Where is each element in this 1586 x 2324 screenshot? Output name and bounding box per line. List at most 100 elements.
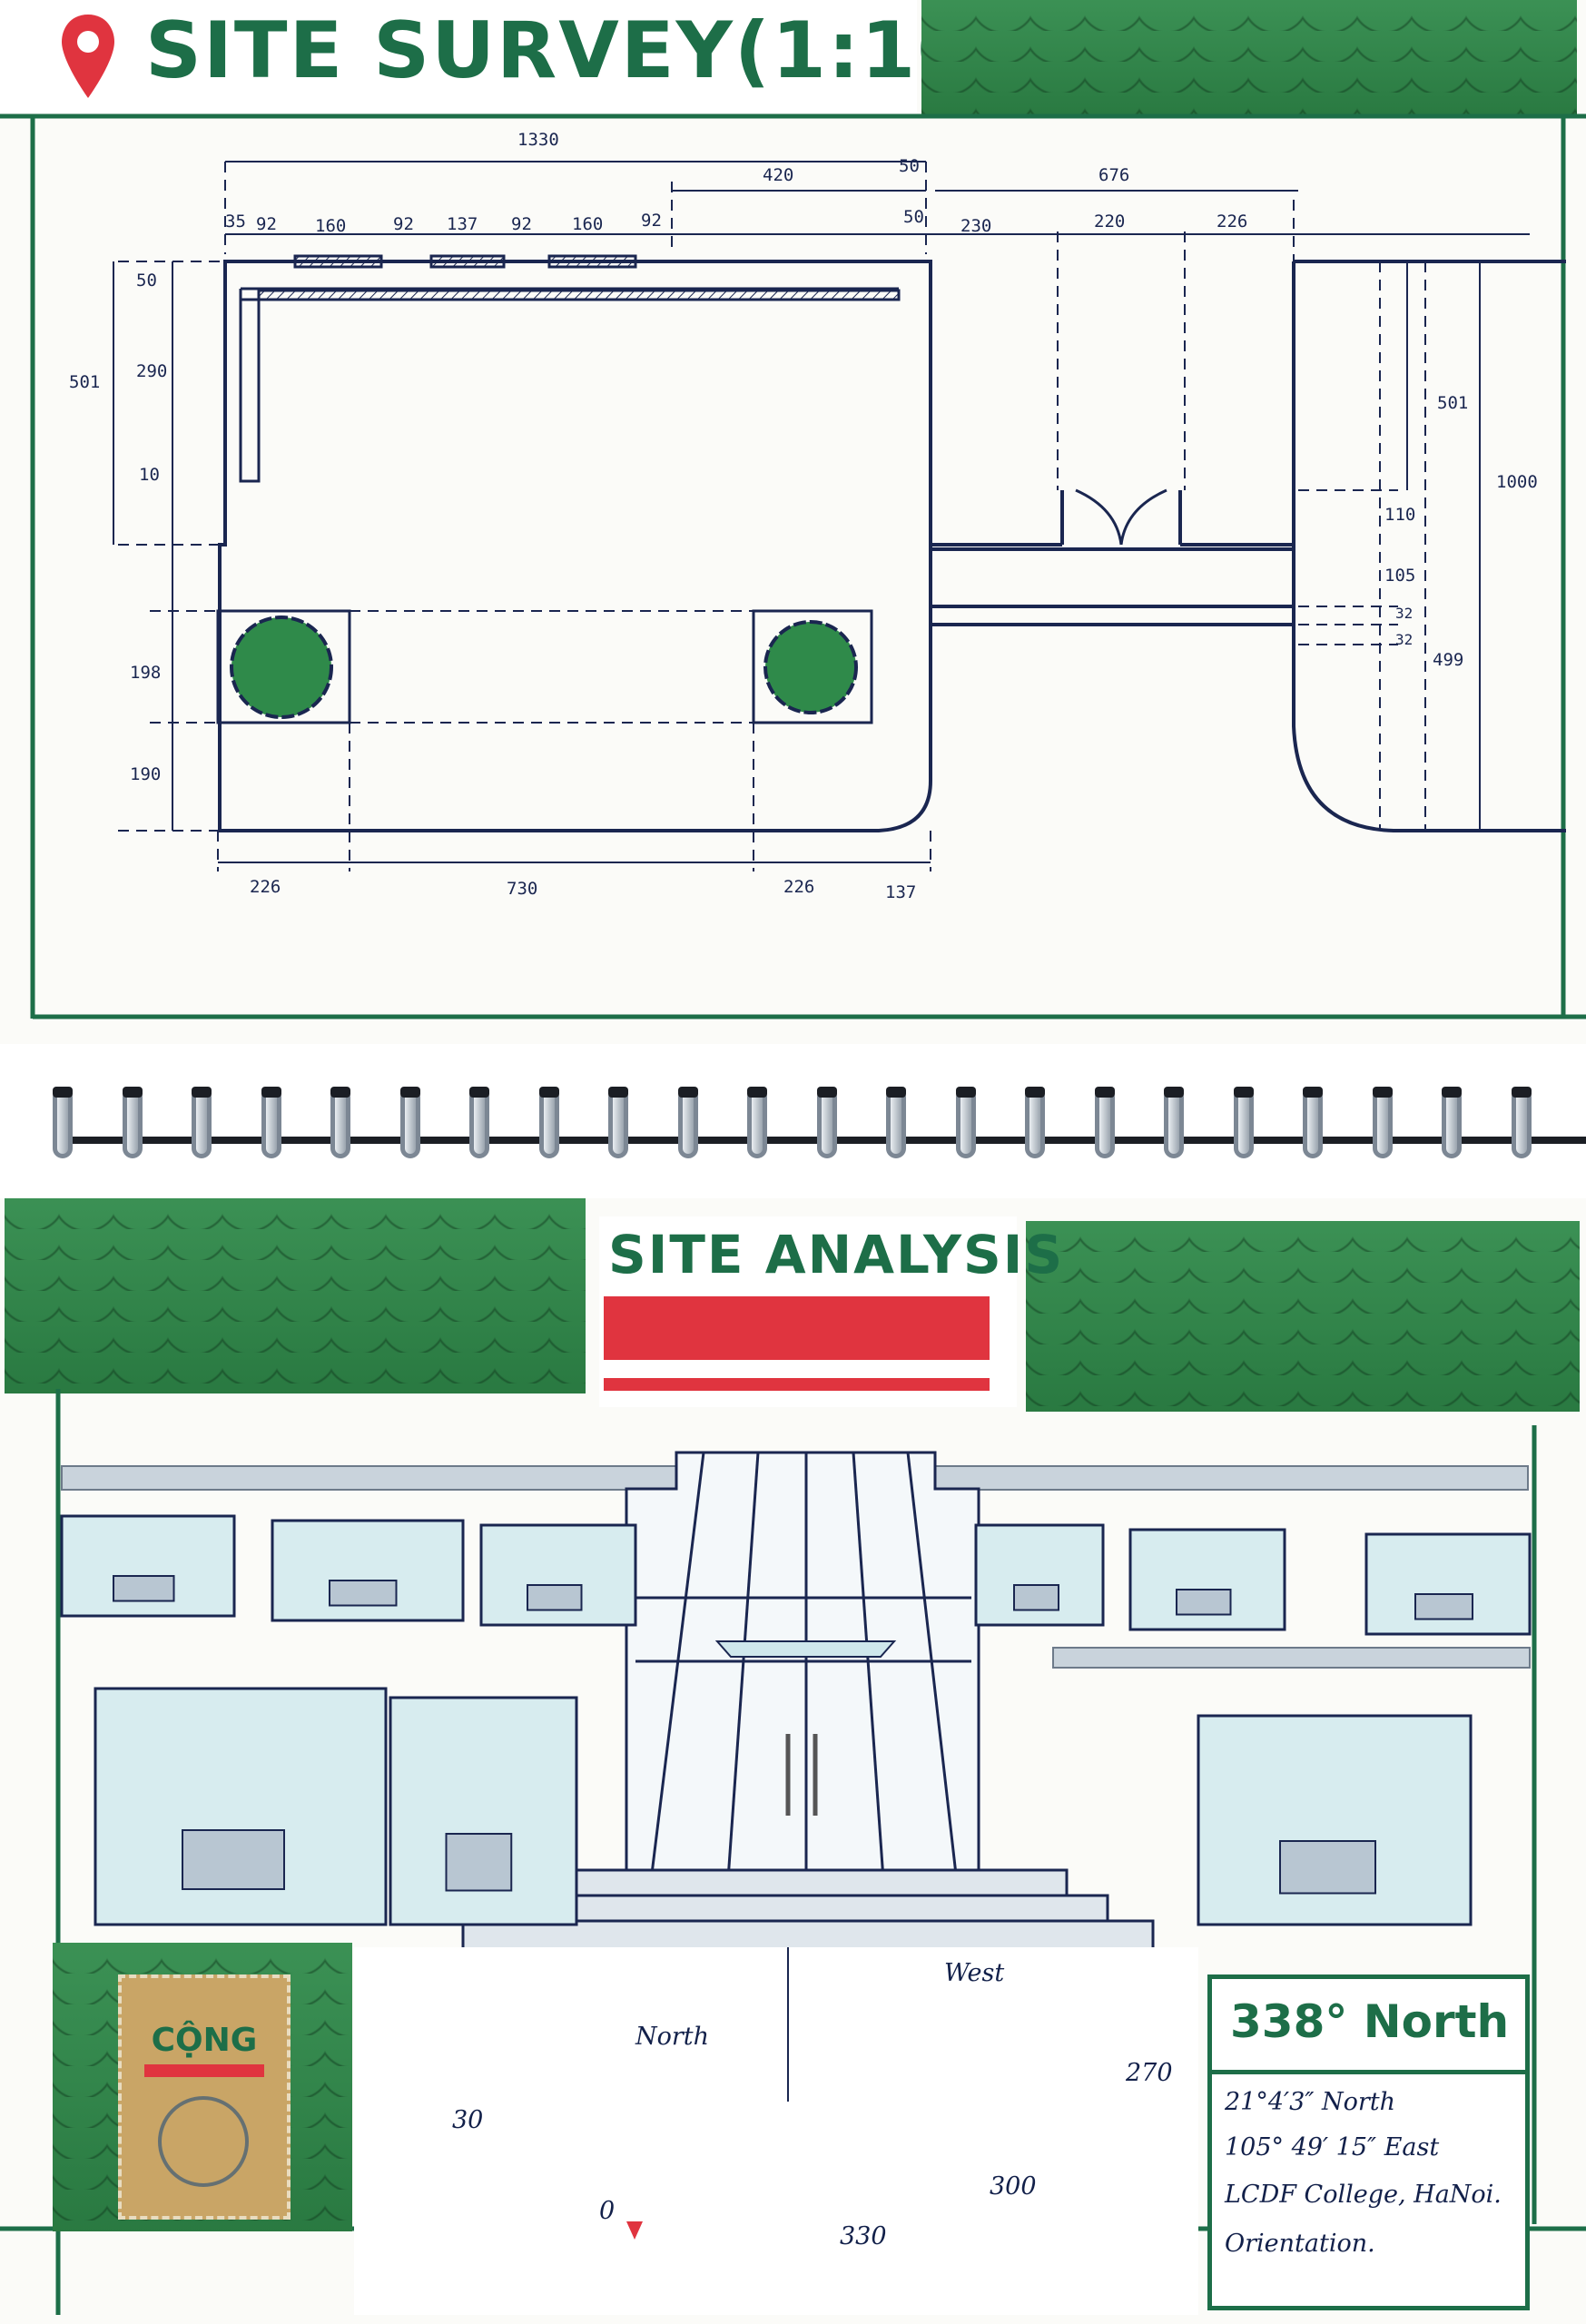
facade-drawing bbox=[0, 1389, 1586, 2315]
dim-right-1000: 1000 bbox=[1496, 472, 1538, 492]
compass-panel bbox=[354, 1947, 1198, 2315]
analysis-pattern-right bbox=[1026, 1221, 1580, 1412]
dim-bottom-730: 730 bbox=[507, 879, 538, 899]
dim-92-b: 92 bbox=[393, 214, 414, 234]
binding-ring bbox=[1372, 1087, 1393, 1158]
binding-ring bbox=[1025, 1087, 1045, 1158]
compass-0: 0 bbox=[599, 2197, 616, 2225]
dim-right-32-b: 32 bbox=[1395, 631, 1414, 648]
ac-unit bbox=[1013, 1584, 1059, 1611]
binding-ring bbox=[955, 1087, 976, 1158]
dim-92-c: 92 bbox=[511, 214, 532, 234]
ac-unit bbox=[527, 1584, 583, 1611]
binding-ring bbox=[53, 1087, 73, 1158]
binding-ring bbox=[261, 1087, 281, 1158]
dim-420: 420 bbox=[763, 165, 794, 185]
dim-bottom-226-a: 226 bbox=[250, 877, 281, 897]
orientation-divider bbox=[1212, 2070, 1525, 2074]
binding-ring bbox=[886, 1087, 906, 1158]
dim-left-10: 10 bbox=[139, 465, 160, 485]
dim-bottom-137: 137 bbox=[885, 882, 917, 902]
ac-unit bbox=[1279, 1840, 1376, 1895]
dim-left-198: 198 bbox=[130, 663, 162, 683]
compass-dial bbox=[626, 1947, 789, 2240]
title-red-stripe bbox=[604, 1378, 990, 1391]
tree-left-icon bbox=[230, 615, 333, 719]
compass-330: 330 bbox=[840, 2222, 887, 2250]
dim-676: 676 bbox=[1098, 165, 1130, 185]
dim-35: 35 bbox=[225, 212, 246, 231]
facade-window bbox=[974, 1523, 1105, 1627]
dim-220: 220 bbox=[1094, 212, 1126, 231]
compass-300: 300 bbox=[990, 2172, 1037, 2201]
ac-unit bbox=[329, 1580, 398, 1607]
compass-30: 30 bbox=[452, 2106, 484, 2134]
dim-bottom-226-b: 226 bbox=[783, 877, 815, 897]
binding-ring bbox=[1442, 1087, 1462, 1158]
binding-ring bbox=[1511, 1087, 1532, 1158]
stamp-label: CỘNG bbox=[151, 2022, 258, 2059]
ac-unit bbox=[182, 1829, 285, 1890]
binding-ring bbox=[538, 1087, 559, 1158]
dim-left-290: 290 bbox=[136, 361, 168, 381]
dim-226-top: 226 bbox=[1217, 212, 1248, 231]
analysis-pattern-left bbox=[5, 1198, 586, 1393]
binding-ring bbox=[608, 1087, 628, 1158]
dim-160-b: 160 bbox=[572, 214, 604, 234]
ac-unit bbox=[1176, 1589, 1232, 1616]
tree-right-icon bbox=[763, 620, 858, 714]
binding-ring bbox=[192, 1087, 212, 1158]
orientation-label: Orientation. bbox=[1225, 2230, 1375, 2258]
ac-unit bbox=[1414, 1593, 1473, 1620]
dim-left-190: 190 bbox=[130, 764, 162, 784]
dim-left-501: 501 bbox=[69, 372, 101, 392]
compass-270: 270 bbox=[1126, 2059, 1173, 2087]
dim-92-a: 92 bbox=[256, 214, 277, 234]
compass-west: West bbox=[944, 1959, 1005, 1987]
binding-ring bbox=[399, 1087, 420, 1158]
notebook-binding bbox=[0, 1044, 1586, 1198]
dim-160-a: 160 bbox=[315, 216, 347, 236]
analysis-title: SITE ANALYSIS bbox=[608, 1224, 1065, 1285]
binding-ring bbox=[1303, 1087, 1323, 1158]
dim-top-total: 1330 bbox=[517, 130, 559, 150]
survey-header-pattern bbox=[921, 0, 1577, 118]
binding-ring bbox=[816, 1087, 837, 1158]
stamp-seal-icon bbox=[158, 2096, 249, 2187]
dim-92-d: 92 bbox=[641, 211, 662, 231]
ac-unit bbox=[113, 1575, 175, 1602]
analysis-title-block: SITE ANALYSIS bbox=[599, 1216, 1062, 1407]
ac-unit bbox=[445, 1833, 513, 1892]
location-pin-icon bbox=[62, 15, 114, 98]
binding-ring bbox=[1233, 1087, 1254, 1158]
survey-header: SITE SURVEY(1:100) bbox=[0, 0, 1065, 113]
stamp-red-line bbox=[144, 2064, 264, 2077]
dim-right-499: 499 bbox=[1433, 650, 1464, 670]
dim-right-105: 105 bbox=[1384, 566, 1416, 586]
compass-north: North bbox=[635, 2023, 710, 2051]
binding-ring bbox=[330, 1087, 350, 1158]
survey-plan bbox=[0, 113, 1586, 1019]
binding-ring bbox=[1164, 1087, 1184, 1158]
binding-ring bbox=[122, 1087, 143, 1158]
dim-left-50: 50 bbox=[136, 271, 157, 290]
binding-ring bbox=[677, 1087, 698, 1158]
dim-230: 230 bbox=[960, 216, 992, 236]
dim-right-32-a: 32 bbox=[1395, 605, 1414, 622]
orientation-box: 338° North 21°4′3″ North 105° 49′ 15″ Ea… bbox=[1207, 1974, 1530, 2310]
postage-stamp: CỘNG bbox=[118, 1974, 291, 2220]
binding-ring bbox=[747, 1087, 767, 1158]
dim-50-top: 50 bbox=[899, 156, 920, 176]
dim-right-501: 501 bbox=[1437, 393, 1469, 413]
orientation-place: LCDF College, HaNoi. bbox=[1225, 2181, 1502, 2209]
orientation-lat: 21°4′3″ North bbox=[1225, 2088, 1396, 2116]
binding-ring bbox=[469, 1087, 489, 1158]
orientation-lon: 105° 49′ 15″ East bbox=[1225, 2133, 1440, 2162]
survey-title: SITE SURVEY(1:100) bbox=[145, 5, 1068, 96]
binding-ring bbox=[1094, 1087, 1115, 1158]
dim-50-bottom: 50 bbox=[903, 207, 924, 227]
north-marker-icon bbox=[626, 2221, 643, 2240]
dim-right-110: 110 bbox=[1384, 505, 1416, 525]
orientation-heading: 338° North bbox=[1230, 1995, 1510, 2048]
facade-window bbox=[1128, 1528, 1286, 1631]
